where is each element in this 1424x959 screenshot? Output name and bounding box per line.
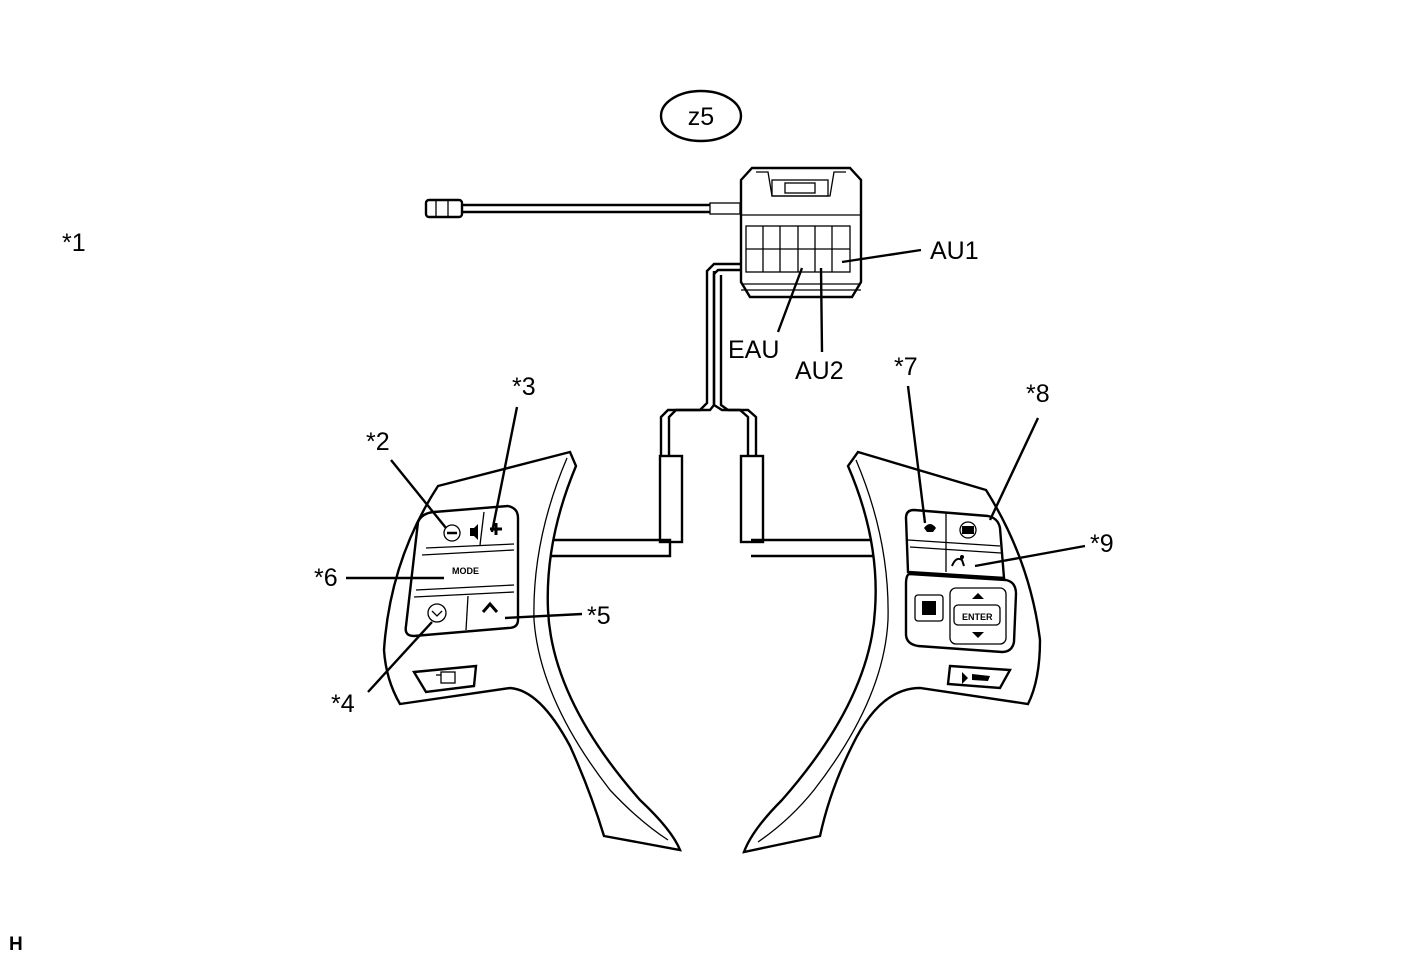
hands-free-icon — [951, 555, 965, 567]
ref-6-label: *6 — [314, 564, 338, 592]
speaker-icon — [470, 524, 478, 540]
connector-id-text: z5 — [688, 103, 714, 131]
arrow-down-icon — [972, 632, 984, 638]
phone-icon — [924, 524, 936, 532]
display-icon — [914, 594, 944, 622]
leader-lines — [346, 248, 1086, 693]
wire-harness — [548, 262, 878, 558]
right-steering-pad-switch: ENTER — [742, 450, 1042, 854]
minus-icon — [443, 524, 461, 542]
ref-3-label: *3 — [512, 373, 536, 401]
small-plug-icon — [424, 198, 464, 219]
wire-lead — [424, 198, 741, 219]
ref-2-label: *2 — [366, 428, 390, 456]
connector-id-bubble: z5 — [659, 89, 743, 143]
pin-eau-label: EAU — [728, 336, 779, 364]
mode-button-label: MODE — [452, 566, 479, 576]
ref-5-label: *5 — [587, 602, 611, 630]
callout-labels: *1 AU1 EAU AU2 *2 *3 *6 *4 *5 *7 *8 *9 H — [9, 229, 1114, 955]
pad-icon — [436, 671, 456, 684]
enter-button-label: ENTER — [962, 612, 993, 622]
connector-housing — [739, 166, 863, 299]
ref-9-label: *9 — [1090, 530, 1114, 558]
pin-au1-label: AU1 — [930, 237, 979, 265]
ref-8-label: *8 — [1026, 380, 1050, 408]
down-chevron-icon — [427, 603, 447, 623]
voice-icon — [959, 521, 977, 539]
arrow-up-icon — [972, 593, 984, 599]
left-steering-pad-switch: MODE — [382, 450, 682, 852]
corner-code-label: H — [9, 934, 23, 955]
pin-cavity-grid — [745, 225, 851, 273]
ref-4-label: *4 — [331, 690, 355, 718]
ref-7-label: *7 — [894, 353, 918, 381]
ref-1-label: *1 — [62, 229, 86, 257]
pin-au2-label: AU2 — [795, 357, 844, 385]
up-chevron-icon — [481, 601, 499, 613]
